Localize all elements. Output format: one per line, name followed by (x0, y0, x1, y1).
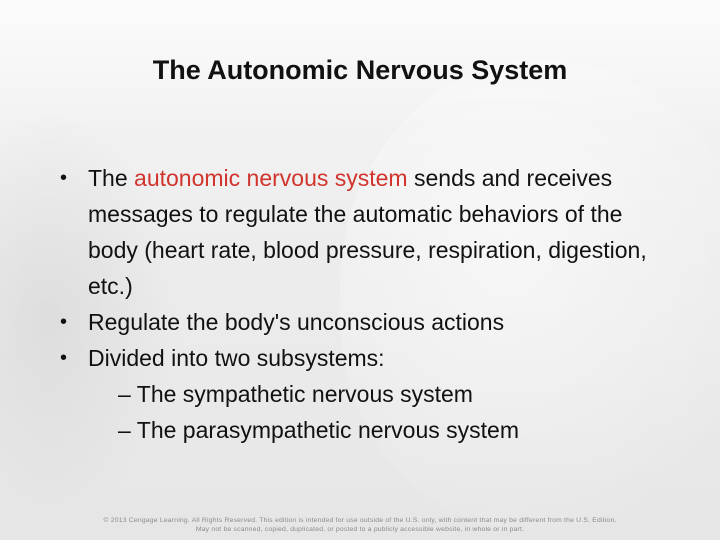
sub-bullet-marker: – (118, 381, 131, 407)
slide-title: The Autonomic Nervous System (152, 55, 568, 85)
bullet-item: • Regulate the body's unconscious actions (60, 304, 660, 340)
copyright-footer: © 2013 Cengage Learning. All Rights Rese… (40, 516, 680, 534)
sub-bullet-item: – The sympathetic nervous system (60, 376, 660, 412)
bullet-text: Regulate the body's unconscious actions (88, 309, 505, 335)
bullet-continuation-text: receives messages to regulate the automa… (88, 165, 647, 299)
footer-line: © 2013 Cengage Learning. All Rights Rese… (103, 517, 617, 524)
bullet-lead-text: The (88, 165, 135, 191)
highlighted-term: autonomic nervous system (134, 165, 408, 191)
sub-bullet-item: – The parasympathetic nervous system (60, 412, 660, 448)
bullet-marker: • (60, 347, 68, 369)
footer-line: May not be scanned, copied, duplicated, … (195, 526, 525, 533)
sub-bullet-text: The parasympathetic nervous system (136, 417, 519, 443)
bullet-item: • Divided into two subsystems: (60, 340, 660, 376)
bullet-marker: • (60, 311, 68, 333)
bullet-item: •The autonomic nervous system sends and … (60, 160, 660, 304)
bullet-text: sends and (407, 165, 521, 191)
bullet-text: Divided into two subsystems: (88, 345, 385, 371)
bullet-marker: • (60, 167, 68, 189)
sub-bullet-text: The sympathetic nervous system (136, 381, 473, 407)
sub-bullet-marker: – (118, 417, 131, 443)
slide-body: •The autonomic nervous system sends and … (60, 160, 660, 448)
